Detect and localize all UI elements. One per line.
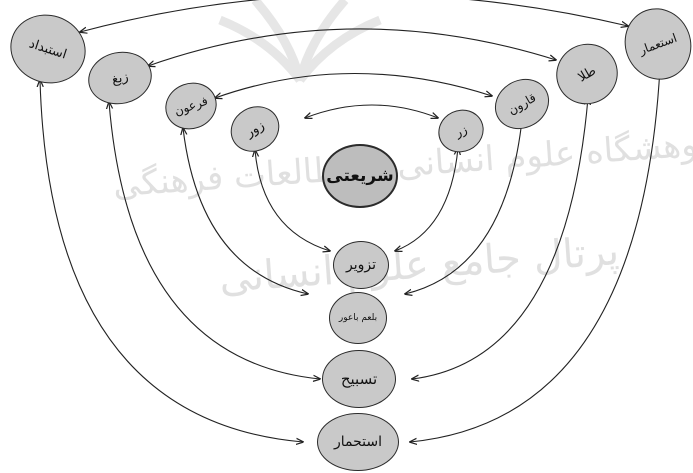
arrow-tala-tasbih: [412, 98, 588, 379]
arrow-feraun-balam: [183, 128, 308, 294]
node-balam-baur: بلعم باعور: [329, 292, 387, 344]
arrow-feraun-qarun: [215, 72, 492, 98]
node-tasbih: تسبیح: [322, 350, 396, 408]
node-shariati-center: شریعتی: [322, 144, 398, 208]
arrow-esteamar-estehmar: [410, 68, 660, 442]
arrow-zur-zar: [305, 104, 438, 118]
arrow-zigh-tala: [148, 28, 556, 66]
node-estehmar: استحمار: [317, 413, 399, 471]
arrow-zur-tazvir: [255, 150, 330, 251]
arrow-zar-tazvir: [395, 148, 458, 251]
arrow-estebdad-esteamar: [80, 0, 628, 32]
node-tazvir: تزویر: [333, 241, 389, 289]
arrow-zigh-tasbih: [109, 102, 320, 379]
arrow-estebdad-estehmar: [40, 80, 303, 442]
